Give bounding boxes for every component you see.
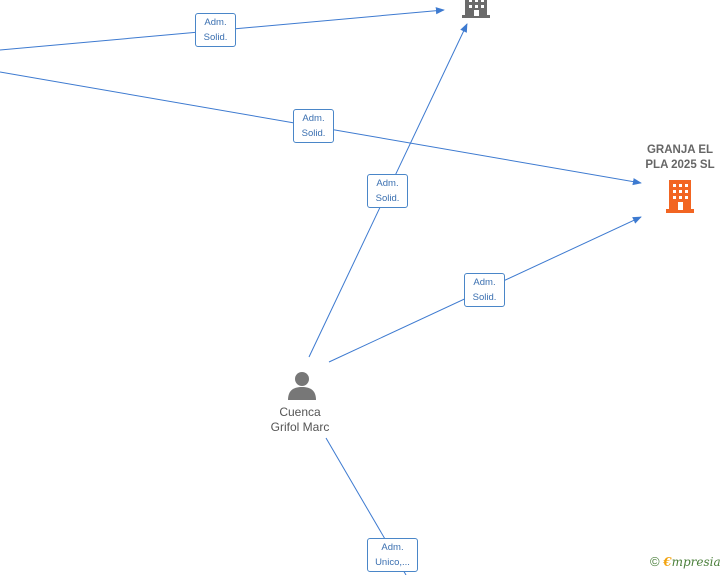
edge-label-adm-solid-4[interactable]: Adm. Solid.: [464, 273, 505, 307]
company-name-line2: PLA 2025 SL: [645, 159, 715, 171]
person-icon[interactable]: [286, 371, 318, 401]
edge-label-line1: Adm.: [473, 277, 496, 288]
empresia-watermark: © €mpresia: [650, 554, 721, 569]
edge-label-adm-solid-3[interactable]: Adm. Solid.: [367, 174, 408, 208]
company-name-granja[interactable]: GRANJA EL PLA 2025 SL: [628, 143, 728, 173]
company-building-icon-highlighted[interactable]: [664, 180, 696, 214]
brand-logo-rest: mpresia: [671, 555, 721, 569]
copyright-symbol: ©: [650, 554, 660, 569]
edge-label-line2: Solid.: [301, 128, 326, 139]
brand-logo-e: €: [663, 555, 672, 569]
edge-label-line1: Adm.: [204, 17, 227, 28]
company-name-line1: GRANJA EL: [646, 144, 714, 156]
edge-label-line2: Unico,...: [375, 557, 410, 568]
brand-logo: €mpresia: [663, 555, 720, 569]
company-building-icon[interactable]: [461, 0, 493, 20]
person-name-line2: Grifol Marc: [270, 420, 330, 434]
edge-label-line2: Solid.: [203, 32, 228, 43]
edge-label-line2: Solid.: [375, 193, 400, 204]
edge-label-line1: Adm.: [381, 542, 404, 553]
person-name[interactable]: Cuenca Grifol Marc: [255, 405, 345, 435]
edge-label-line2: Solid.: [472, 292, 497, 303]
edge-label-adm-unico[interactable]: Adm. Unico,...: [367, 538, 418, 572]
edge-label-adm-solid-2[interactable]: Adm. Solid.: [293, 109, 334, 143]
edge-label-line1: Adm.: [376, 178, 399, 189]
edge-label-adm-solid-1[interactable]: Adm. Solid.: [195, 13, 236, 47]
edge-label-line1: Adm.: [302, 113, 325, 124]
person-name-line1: Cuenca: [279, 405, 321, 419]
